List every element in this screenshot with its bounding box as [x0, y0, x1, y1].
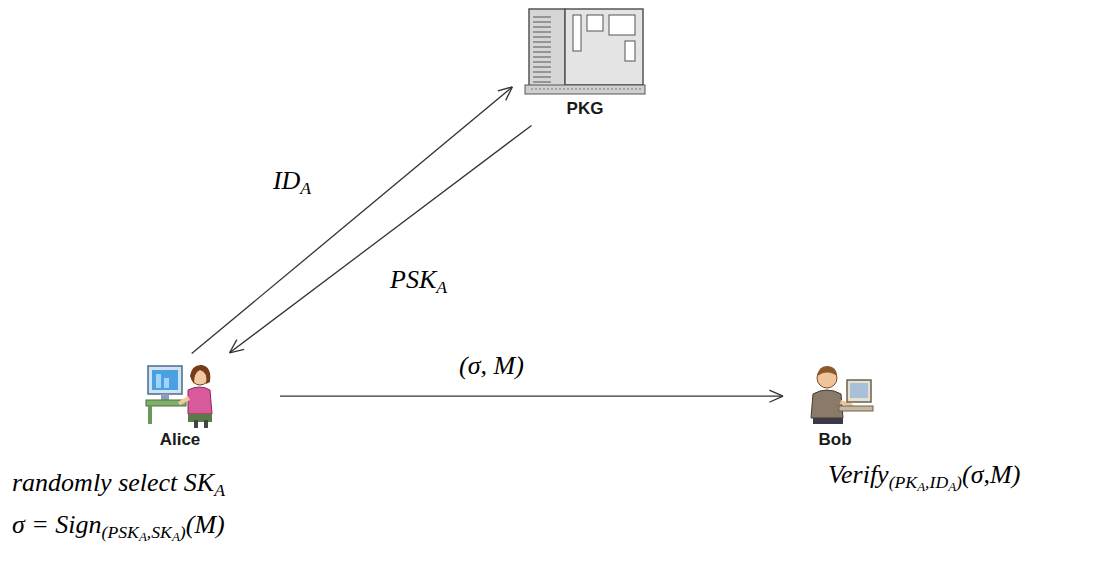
arrow-head	[769, 390, 783, 396]
edge-label: PSKA	[387, 263, 450, 299]
arrow-connector	[192, 87, 513, 354]
connector-line	[230, 125, 532, 352]
connector-line	[280, 396, 783, 397]
arrow-head	[506, 87, 513, 100]
node-label: Bob	[795, 430, 875, 450]
arrow-connector	[280, 390, 783, 402]
user-node: Alice	[140, 360, 220, 450]
server-node: PKG	[520, 5, 650, 119]
arrow-head	[230, 340, 237, 353]
alice-icon	[144, 360, 216, 428]
pkg-icon	[521, 5, 649, 97]
user-node: Bob	[795, 360, 875, 450]
arrow-connector	[230, 125, 532, 352]
formula-label: randomly select SKA	[12, 466, 225, 502]
bob-icon	[795, 360, 875, 428]
connector-line	[192, 87, 513, 354]
edge-label: IDA	[270, 164, 314, 200]
node-label: Alice	[140, 430, 220, 450]
formula-label: Verify(PKA,IDA)(σ,M)	[828, 458, 1020, 496]
edge-label: (σ, M)	[456, 349, 527, 383]
arrow-head	[769, 396, 783, 402]
node-label: PKG	[520, 99, 650, 119]
formula-label: σ = Sign(PSKA,SKA)(M)	[12, 508, 225, 546]
